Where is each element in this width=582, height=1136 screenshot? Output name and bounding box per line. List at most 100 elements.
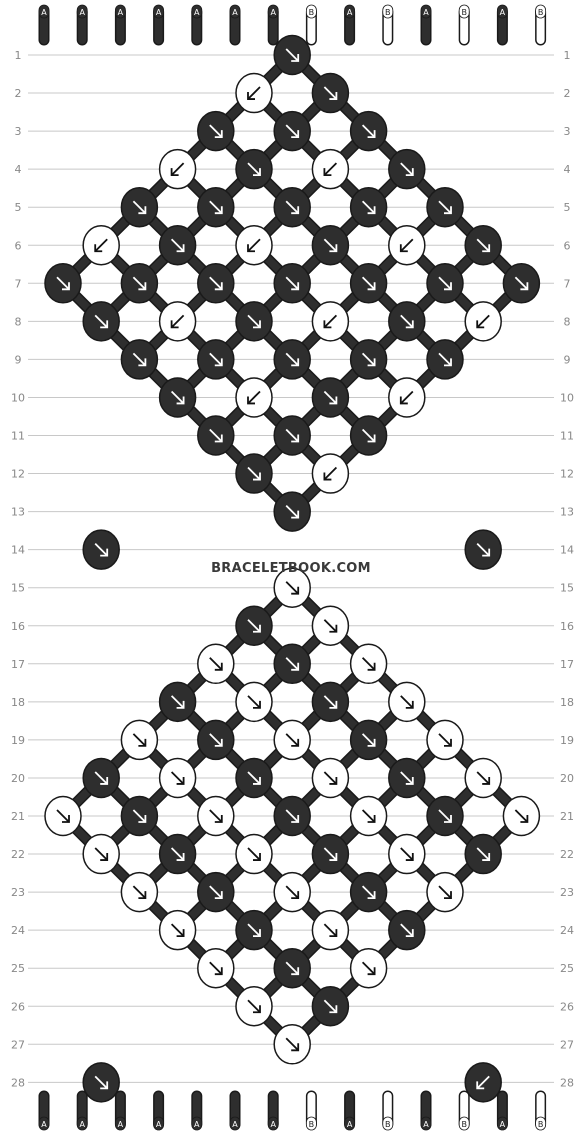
knot-arrow-shaft bbox=[361, 657, 376, 671]
row-number-right: 7 bbox=[564, 277, 571, 290]
string-letter-top: B bbox=[461, 8, 467, 17]
knot bbox=[388, 225, 426, 266]
row-number-right: 25 bbox=[560, 962, 574, 975]
knot-arrow-shaft bbox=[361, 809, 376, 823]
row-number-right: 17 bbox=[560, 658, 574, 671]
knot-arrow-shaft bbox=[247, 314, 261, 328]
knot-arrow-head bbox=[367, 738, 376, 747]
knot bbox=[311, 453, 350, 494]
knot-arrow-head bbox=[176, 396, 185, 405]
knot-arrow-head bbox=[367, 130, 376, 139]
knot-arrow-head bbox=[367, 891, 376, 899]
knot-arrow-head bbox=[253, 1005, 261, 1014]
knot bbox=[235, 833, 273, 875]
knot bbox=[464, 833, 502, 875]
knot bbox=[502, 263, 541, 304]
knot-arrow-shaft bbox=[94, 847, 108, 861]
knot bbox=[388, 377, 426, 418]
row-number-left: 11 bbox=[11, 430, 25, 443]
knot-arrow-head bbox=[291, 815, 300, 823]
knot bbox=[273, 491, 311, 532]
string-letter-badge-top bbox=[496, 4, 508, 19]
knot-arrow-shaft bbox=[361, 276, 376, 290]
row-number-right: 22 bbox=[560, 848, 574, 861]
knot bbox=[311, 909, 350, 951]
knot bbox=[349, 110, 388, 152]
knot-arrow-shaft bbox=[400, 695, 414, 709]
row-number-right: 26 bbox=[560, 1000, 574, 1013]
knot bbox=[235, 377, 273, 418]
knot bbox=[311, 681, 350, 723]
knot-arrow-shaft bbox=[476, 543, 490, 557]
string-letter-badge-bottom bbox=[76, 1116, 88, 1131]
knot bbox=[273, 263, 311, 304]
knot bbox=[273, 871, 311, 913]
string-letter-badge-top bbox=[153, 4, 165, 19]
row-number-left: 19 bbox=[11, 734, 25, 747]
knot-arrow-shaft bbox=[170, 923, 185, 937]
knot bbox=[158, 681, 197, 723]
row-number-left: 27 bbox=[11, 1038, 25, 1051]
row-number-left: 25 bbox=[11, 962, 25, 975]
knot-arrow-head bbox=[170, 320, 179, 329]
knot bbox=[388, 833, 426, 875]
string-letter-top: A bbox=[79, 8, 85, 17]
knot-arrow-head bbox=[520, 282, 529, 291]
row-number-left: 16 bbox=[11, 620, 25, 633]
knot-arrow-head bbox=[329, 624, 338, 633]
string-letter-top: A bbox=[194, 8, 200, 17]
knot-arrow-shaft bbox=[94, 238, 108, 252]
knot-arrow-shaft bbox=[285, 657, 299, 671]
row-number-left: 12 bbox=[11, 468, 25, 481]
knot-arrow-shaft bbox=[247, 619, 261, 633]
knot-arrow-shaft bbox=[400, 771, 414, 785]
knot-arrow-shaft bbox=[209, 200, 223, 214]
knot bbox=[273, 643, 311, 685]
string-letter-bottom: B bbox=[385, 1120, 391, 1129]
knot-arrow-shaft bbox=[323, 314, 338, 328]
row-number-left: 8 bbox=[15, 315, 22, 328]
knot-arrow-head bbox=[214, 282, 223, 291]
knot-arrow-head bbox=[138, 891, 147, 899]
row-number-right: 16 bbox=[560, 620, 574, 633]
knot-arrow-shaft bbox=[400, 238, 414, 252]
knot-arrow-head bbox=[329, 700, 338, 709]
string-letter-top: A bbox=[118, 8, 124, 17]
knot-arrow-head bbox=[253, 700, 261, 709]
knot bbox=[464, 301, 502, 342]
knot-arrow-shaft bbox=[94, 1075, 108, 1089]
knot-arrow-head bbox=[482, 548, 491, 557]
row-number-left: 20 bbox=[11, 772, 25, 785]
knot-arrow-head bbox=[444, 815, 452, 823]
knot-arrow-head bbox=[323, 472, 332, 481]
knot-arrow-shaft bbox=[361, 961, 376, 975]
knot-arrow-head bbox=[329, 396, 338, 405]
knot-arrow-head bbox=[100, 320, 109, 329]
knot-arrow-shaft bbox=[247, 923, 261, 937]
knot-arrow-head bbox=[291, 130, 300, 139]
knot bbox=[158, 148, 197, 190]
knot-arrow-head bbox=[214, 130, 223, 139]
knot-arrow-shaft bbox=[285, 124, 299, 138]
string-letter-badge-top bbox=[305, 4, 317, 19]
knot-arrow-head bbox=[253, 472, 261, 481]
knot-arrow-shaft bbox=[247, 999, 261, 1013]
knot bbox=[197, 415, 235, 456]
knot bbox=[426, 263, 464, 304]
knot-arrow-head bbox=[291, 358, 300, 367]
string-letter-badge-bottom bbox=[496, 1116, 508, 1131]
knot-arrow-shaft bbox=[209, 657, 223, 671]
knot bbox=[311, 72, 350, 114]
knot bbox=[464, 757, 502, 799]
knot-arrow-shaft bbox=[323, 847, 338, 861]
row-number-left: 24 bbox=[11, 924, 25, 937]
knot bbox=[235, 681, 273, 723]
row-number-right: 12 bbox=[560, 468, 574, 481]
knot bbox=[349, 871, 388, 913]
knot-arrow-shaft bbox=[361, 428, 376, 443]
knot-arrow-head bbox=[253, 853, 261, 861]
knot-arrow-shaft bbox=[438, 200, 452, 214]
knot-arrow-head bbox=[405, 700, 414, 709]
